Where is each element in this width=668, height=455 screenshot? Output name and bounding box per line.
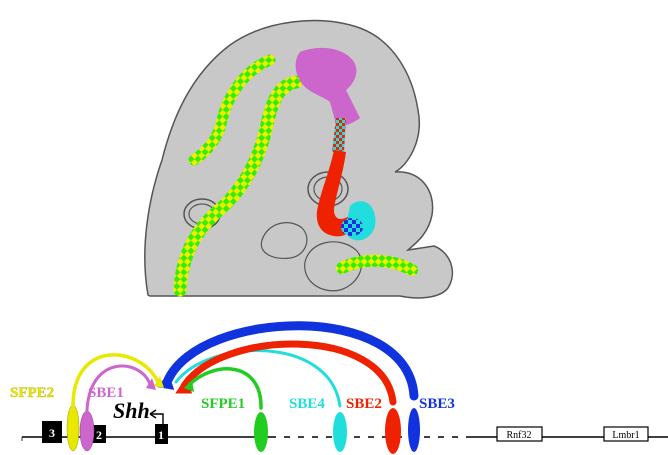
zli-checker [341,218,363,236]
exon-1-label: 1 [158,428,164,442]
gene-lmbr1-label: Lmbr1 [612,430,639,441]
enhancer-sbe1 [80,411,94,451]
gene-rnf32-label: Rnf32 [507,430,532,441]
label-sbe2: SBE2 [346,396,382,412]
enhancer-sfpe1 [254,412,268,452]
label-sbe4: SBE4 [289,396,325,412]
label-sbe3: SBE3 [419,396,455,412]
enhancer-sbe4 [333,412,347,452]
exon-2-label: 2 [96,428,102,442]
enhancer-sfpe2 [67,405,79,451]
arc-sbe2 [184,344,393,402]
shh-gene-label: Shh [113,398,150,423]
label-sfpe1: SFPE1 [201,396,245,412]
exon-3-label: 3 [49,426,55,440]
enhancer-sbe3 [408,408,420,452]
genomic-locus: 3 2 1 Shh Rnf32 Lmbr1 [22,398,668,454]
embryo-illustration [145,21,453,298]
label-sbe1: SBE1 [88,385,124,401]
label-sfpe2: SFPE2 [10,385,54,401]
enhancer-sbe2 [385,408,401,454]
